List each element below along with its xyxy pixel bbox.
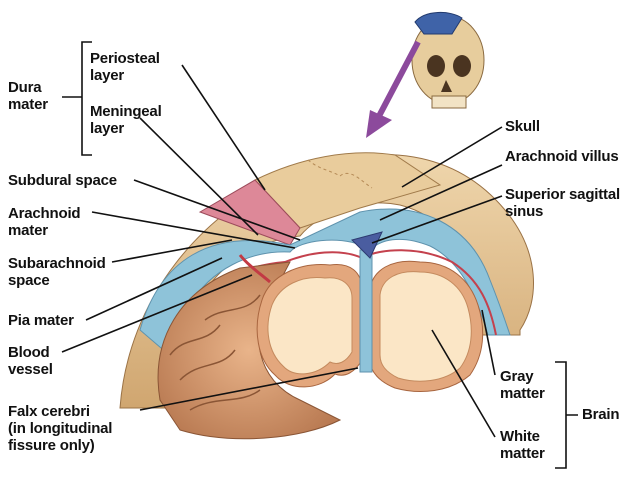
- label-subarachnoid-space: Subarachnoid space: [8, 255, 106, 289]
- brain-bracket: [555, 362, 578, 468]
- label-gray-matter: Gray matter: [500, 368, 545, 402]
- label-skull: Skull: [505, 118, 540, 135]
- pointer-arrow-head: [366, 110, 392, 138]
- pointer-arrow: [378, 42, 418, 118]
- right-hemisphere-white: [380, 272, 471, 381]
- label-arachnoid-villus: Arachnoid villus: [505, 148, 619, 165]
- label-brain: Brain: [582, 406, 619, 423]
- label-blood-vessel: Blood vessel: [8, 344, 53, 378]
- label-superior-sagittal-sinus: Superior sagittal sinus: [505, 186, 620, 220]
- falx-cerebri-shape: [360, 250, 372, 372]
- skull-icon: [412, 12, 484, 108]
- label-pia-mater: Pia mater: [8, 312, 74, 329]
- dura-bracket: [62, 42, 92, 155]
- label-meningeal-layer: Meningeal layer: [90, 103, 162, 137]
- left-hemisphere-white: [268, 277, 352, 373]
- label-white-matter: White matter: [500, 428, 545, 462]
- label-dura-mater: Dura mater: [8, 79, 48, 113]
- label-subdural-space: Subdural space: [8, 172, 117, 189]
- label-periosteal-layer: Periosteal layer: [90, 50, 160, 84]
- label-arachnoid-mater: Arachnoid mater: [8, 205, 80, 239]
- label-falx-cerebri: Falx cerebri (in longitudinal fissure on…: [8, 403, 112, 454]
